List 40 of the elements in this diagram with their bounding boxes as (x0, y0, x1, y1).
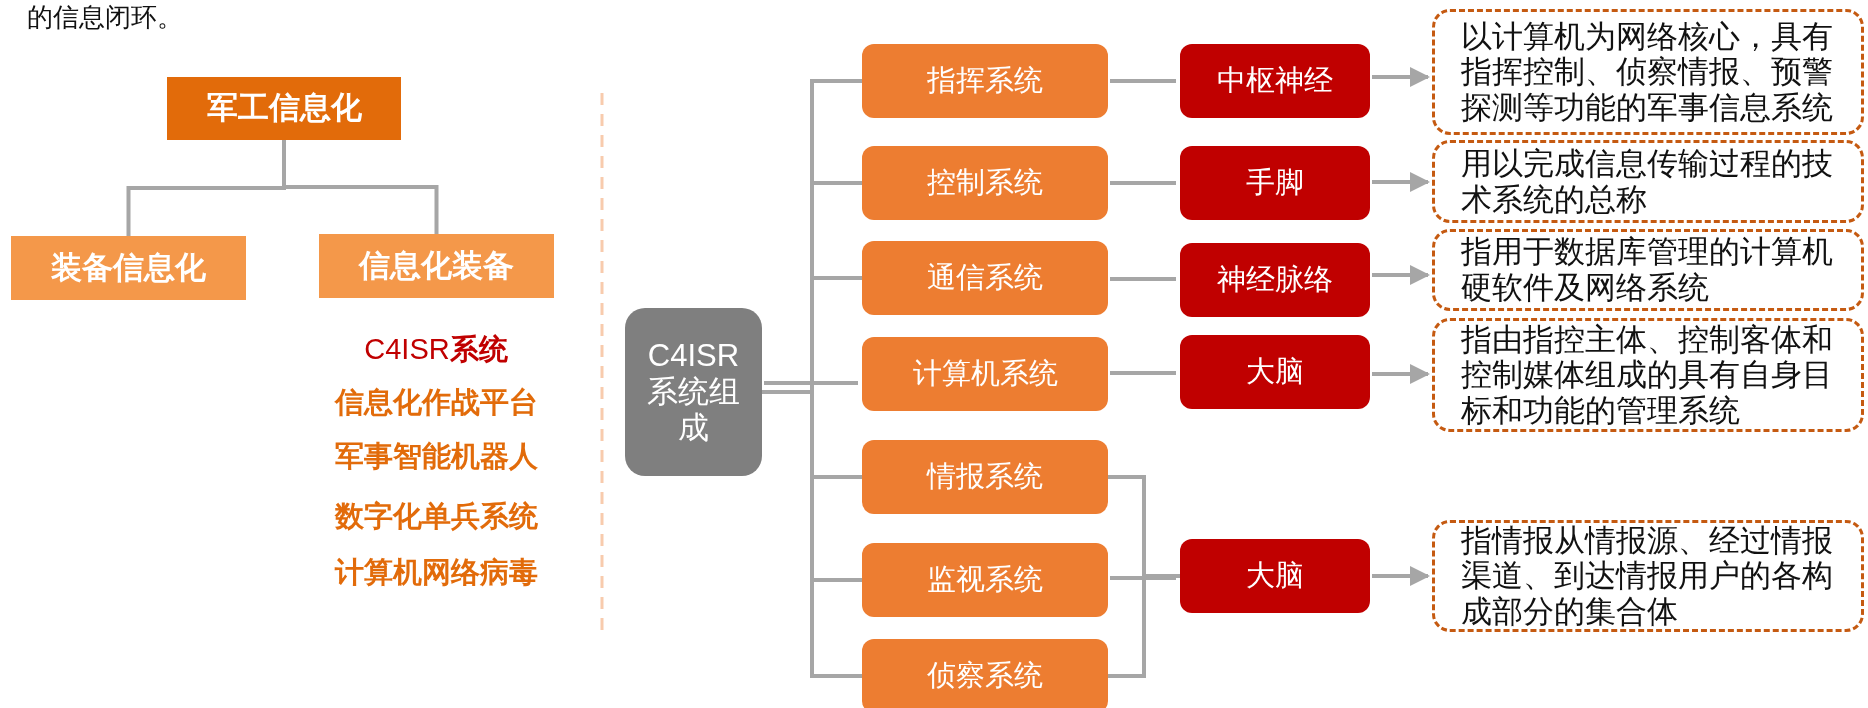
arrow (1372, 566, 1430, 586)
role-box: 手脚 (1180, 146, 1370, 220)
arrow (1372, 364, 1430, 384)
list-item: 军事智能机器人 (334, 439, 538, 474)
connector-line (1110, 79, 1176, 83)
arrow (1372, 67, 1430, 87)
system-box: 侦察系统 (862, 639, 1108, 708)
list-item: 数字化单兵系统 (334, 499, 538, 534)
system-box: 情报系统 (862, 440, 1108, 514)
category-box: 信息化装备 (319, 234, 554, 298)
arrow (1372, 265, 1430, 285)
role-box: 大脑 (1180, 335, 1370, 409)
connector-line (764, 381, 858, 385)
system-box: 通信系统 (862, 241, 1108, 315)
connector-line (1110, 277, 1176, 281)
description-box: 指用于数据库管理的计算机硬软件及网络系统 (1432, 229, 1864, 311)
role-box: 神经脉络 (1180, 243, 1370, 317)
description-box: 指由指控主体、控制客体和控制媒体组成的具有自身目标和功能的管理系统 (1432, 318, 1864, 432)
role-box: 大脑 (1180, 539, 1370, 613)
connector-line (762, 390, 862, 678)
arrow (1372, 172, 1430, 192)
connector-line (1110, 576, 1176, 580)
connector-line (1110, 371, 1176, 375)
role-box: 中枢神经 (1180, 44, 1370, 118)
paragraph-text: 的信息闭环。 (27, 1, 183, 34)
root-box: C4ISR系统组成 (625, 308, 762, 476)
description-box: 以计算机为网络核心，具有指挥控制、侦察情报、预警探测等功能的军事信息系统 (1432, 9, 1864, 135)
category-box: 装备信息化 (11, 236, 246, 300)
system-box: 指挥系统 (862, 44, 1108, 118)
list-item: 信息化作战平台 (334, 385, 538, 420)
connector-line (1110, 181, 1176, 185)
description-box: 指情报从情报源、经过情报渠道、到达情报用户的各构成部分的集合体 (1432, 520, 1864, 632)
system-box: 控制系统 (862, 146, 1108, 220)
list-item: 计算机网络病毒 (334, 555, 538, 590)
connector-line (282, 140, 439, 234)
system-box: 计算机系统 (862, 337, 1108, 411)
category-box: 军工信息化 (167, 77, 401, 140)
list-item: C4ISR系统 (364, 332, 508, 367)
description-box: 用以完成信息传输过程的技术系统的总称 (1432, 140, 1864, 223)
system-box: 监视系统 (862, 543, 1108, 617)
